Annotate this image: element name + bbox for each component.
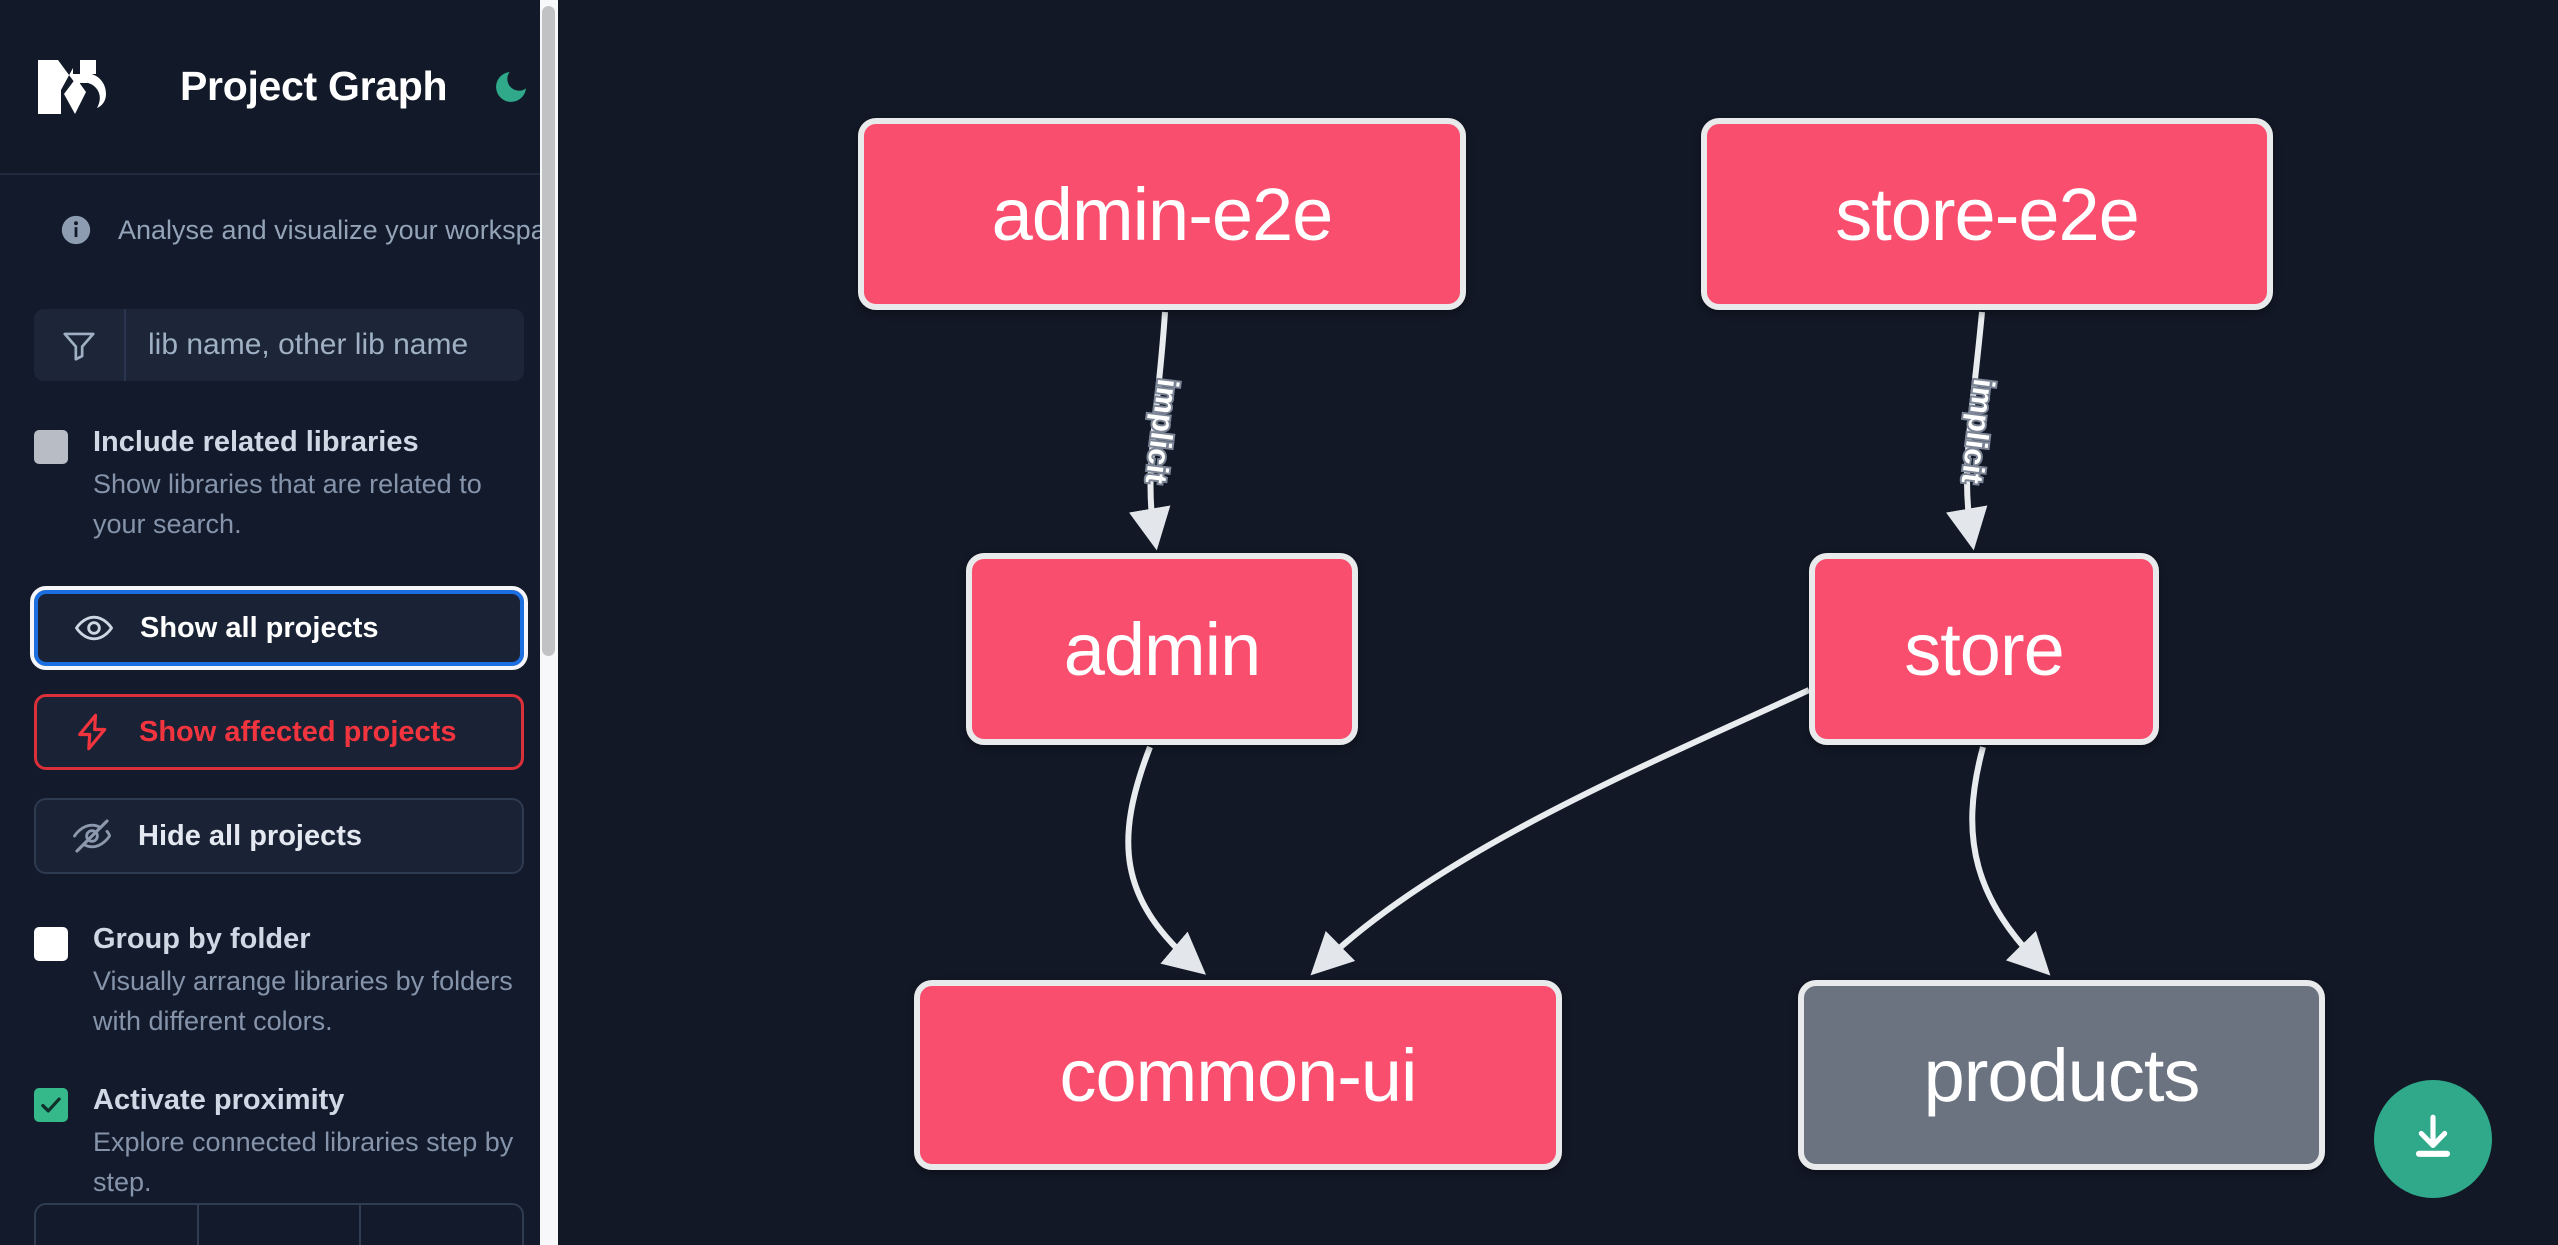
nx-logo-icon [34, 56, 130, 118]
filter-funnel-icon [34, 309, 126, 381]
option-label: Activate proximity [93, 1084, 345, 1116]
project-graph-canvas[interactable]: implicit implicit admin-e2e store-e2e ad… [558, 0, 2558, 1245]
option-description: Visually arrange libraries by folders wi… [93, 966, 513, 1036]
graph-edges: implicit implicit [1125, 311, 2051, 976]
graph-node-label: store [1904, 607, 2065, 691]
bottom-button-group[interactable] [34, 1203, 524, 1245]
moon-icon[interactable] [491, 66, 531, 108]
search-box[interactable] [34, 309, 524, 381]
edge-label-admin-implicit: implicit [1137, 375, 1187, 487]
show-affected-projects-label: Show affected projects [139, 715, 457, 748]
option-label: Group by folder [93, 923, 311, 955]
option-group-by-folder[interactable]: Group by folder Visually arrange librari… [34, 922, 524, 1041]
edge-admin-e2e-to-admin [1128, 311, 1171, 551]
bottom-group-segment-2[interactable] [199, 1205, 362, 1245]
sidebar: Project Graph Analyse and visualize your… [0, 0, 558, 1245]
edge-label-store-implicit: implicit [1953, 375, 2003, 487]
graph-node-admin-e2e[interactable]: admin-e2e [858, 118, 1466, 310]
download-graph-button[interactable] [2374, 1080, 2492, 1198]
bottom-group-segment-3[interactable] [361, 1205, 522, 1245]
graph-node-label: admin-e2e [991, 172, 1334, 256]
tagline-text: Analyse and visualize your workspace. [118, 214, 558, 245]
hide-all-projects-label: Hide all projects [138, 819, 363, 852]
sidebar-header: Project Graph [0, 0, 558, 175]
eye-off-icon [70, 814, 114, 858]
tagline: Analyse and visualize your workspace. [34, 213, 558, 247]
option-description: Show libraries that are related to your … [93, 469, 482, 539]
edge-store-to-common-ui [1310, 687, 1811, 976]
option-include-related-libraries[interactable]: Include related libraries Show libraries… [34, 425, 524, 544]
check-icon [41, 1097, 61, 1113]
group-by-folder-checkbox[interactable] [34, 927, 68, 961]
svg-text:implicit: implicit [1139, 377, 1185, 485]
sidebar-scrollbar-thumb[interactable] [542, 6, 555, 656]
graph-node-label: products [1923, 1033, 2201, 1117]
graph-node-common-ui[interactable]: common-ui [914, 980, 1562, 1170]
sidebar-body: Analyse and visualize your workspace. In… [0, 213, 558, 1202]
option-activate-proximity[interactable]: Activate proximity Explore connected lib… [34, 1083, 524, 1202]
bottom-group-segment-1[interactable] [36, 1205, 199, 1245]
sidebar-scrollbar-track[interactable] [540, 0, 558, 1245]
option-description: Explore connected libraries step by step… [93, 1127, 514, 1197]
info-icon [59, 213, 93, 247]
eye-icon [72, 606, 116, 650]
show-affected-projects-button[interactable]: Show affected projects [34, 694, 524, 770]
graph-node-store-e2e[interactable]: store-e2e [1701, 118, 2273, 310]
graph-node-label: common-ui [1059, 1033, 1418, 1117]
edge-store-e2e-to-store [1945, 311, 1988, 551]
lightning-icon [71, 710, 115, 754]
edge-store-to-products [1969, 746, 2051, 976]
option-label: Include related libraries [93, 426, 419, 458]
graph-node-products[interactable]: products [1798, 980, 2325, 1170]
graph-node-admin[interactable]: admin [966, 553, 1358, 745]
show-all-projects-label: Show all projects [140, 611, 379, 644]
activate-proximity-checkbox[interactable] [34, 1088, 68, 1122]
show-all-projects-button[interactable]: Show all projects [30, 586, 528, 670]
download-icon [2405, 1109, 2461, 1170]
include-related-libraries-checkbox[interactable] [34, 430, 68, 464]
graph-node-label: admin [1063, 607, 1262, 691]
graph-node-label: store-e2e [1835, 172, 2140, 256]
hide-all-projects-button[interactable]: Hide all projects [34, 798, 524, 874]
svg-text:implicit: implicit [1955, 377, 2001, 485]
edge-admin-to-common-ui [1125, 745, 1206, 975]
graph-node-store[interactable]: store [1809, 553, 2159, 745]
search-input[interactable] [126, 309, 524, 381]
page-title: Project Graph [180, 63, 448, 109]
